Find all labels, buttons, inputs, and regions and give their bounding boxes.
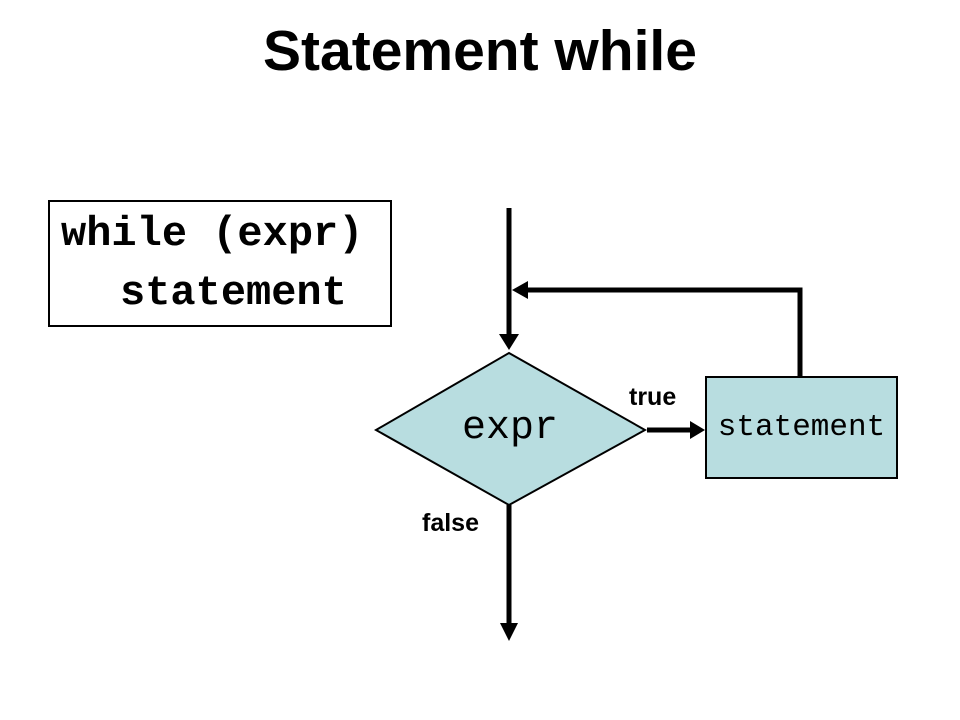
true-branch-arrowhead-icon (690, 421, 705, 439)
false-branch-arrowhead-icon (500, 623, 518, 641)
code-line-while: while (expr) (61, 210, 364, 258)
true-branch-label: true (629, 383, 677, 411)
loop-back-arrowhead-icon (512, 281, 528, 299)
entry-arrowhead-icon (499, 334, 519, 350)
code-snippet-box: while (expr) statement (48, 200, 392, 327)
false-branch-label: false (422, 509, 479, 537)
code-line-statement: statement (120, 269, 347, 317)
statement-box (705, 376, 898, 479)
loop-back-line (527, 287, 803, 377)
condition-diamond (373, 351, 648, 507)
page-title: Statement while (263, 19, 697, 83)
